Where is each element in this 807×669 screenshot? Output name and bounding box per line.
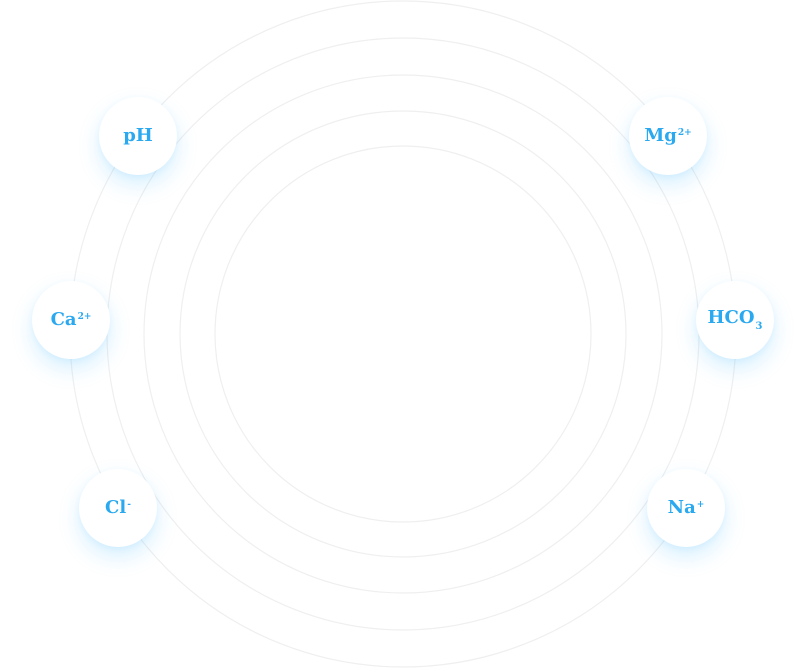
hco3-label: HCO3 [707, 306, 763, 332]
ring-2 [179, 110, 627, 558]
ring-3 [143, 74, 663, 594]
mg-node: Mg2+ [629, 97, 707, 175]
ring-1 [214, 145, 592, 523]
na-label: Na+ [667, 497, 705, 518]
mg-label: Mg2+ [644, 125, 692, 146]
hco3-node: HCO3 [696, 281, 774, 359]
ring-4 [106, 37, 700, 631]
ca-node: Ca2+ [32, 281, 110, 359]
na-node: Na+ [647, 469, 725, 547]
cl-node: Cl- [79, 469, 157, 547]
ph-label: pH [123, 125, 153, 146]
ring-5 [69, 0, 737, 668]
ca-label: Ca2+ [50, 309, 92, 330]
cl-label: Cl- [105, 497, 131, 518]
ph-node: pH [99, 97, 177, 175]
